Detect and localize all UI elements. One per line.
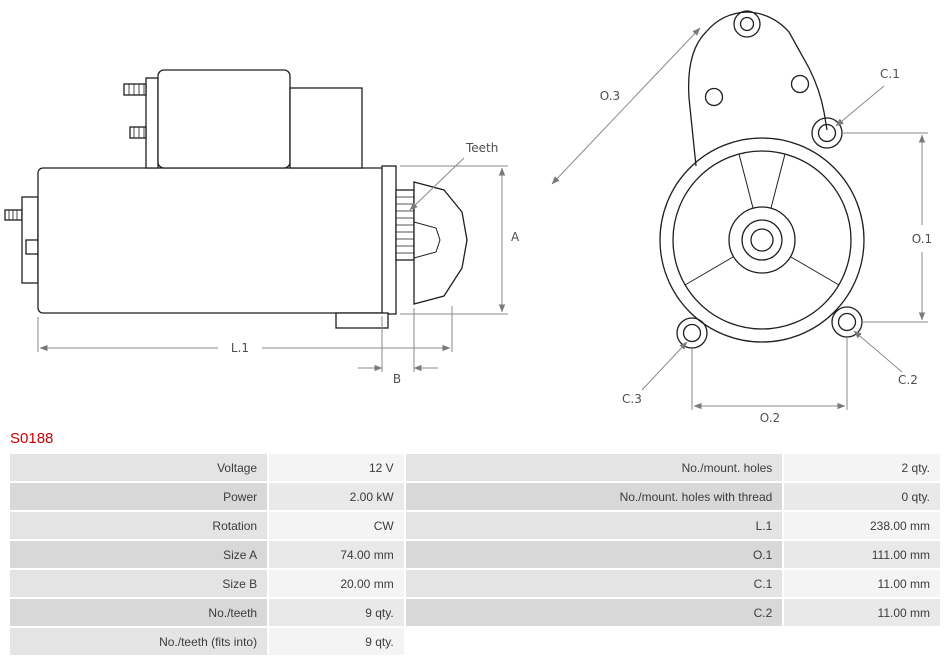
spec-value-voltage: 12 V bbox=[269, 454, 404, 481]
technical-drawing: Teeth A L.1 B O.3 C.1 O.1 O.2 C.2 C.3 bbox=[4, 10, 932, 425]
dim-label-c3: C.3 bbox=[622, 392, 642, 406]
dim-label-a: A bbox=[511, 230, 520, 244]
spec-value-teeth-fits-into: 9 qty. bbox=[269, 628, 404, 655]
dim-label-o3: O.3 bbox=[600, 89, 620, 103]
spec-label-mount-holes: No./mount. holes bbox=[405, 454, 783, 481]
spec-label-teeth-fits-into: No./teeth (fits into) bbox=[10, 628, 268, 655]
spec-label-rotation: Rotation bbox=[10, 512, 268, 539]
spec-table: Voltage 12 V No./mount. holes 2 qty. Pow… bbox=[8, 452, 942, 657]
part-number: S0188 bbox=[10, 430, 54, 447]
dim-label-o1: O.1 bbox=[912, 232, 932, 246]
spec-value-rotation: CW bbox=[269, 512, 404, 539]
table-row: Voltage 12 V No./mount. holes 2 qty. bbox=[10, 454, 940, 481]
spec-label-c2: C.2 bbox=[405, 599, 783, 626]
starter-motor-drawing: Teeth A L.1 B O.3 C.1 O.1 O.2 C.2 C.3 bbox=[4, 10, 932, 425]
spec-value-empty bbox=[784, 628, 940, 655]
front-view-dimensions bbox=[551, 27, 928, 410]
table-row: Rotation CW L.1 238.00 mm bbox=[10, 512, 940, 539]
spec-label-power: Power bbox=[10, 483, 268, 510]
spec-value-c2: 11.00 mm bbox=[784, 599, 940, 626]
spec-label-o1: O.1 bbox=[405, 541, 783, 568]
dim-label-c1: C.1 bbox=[880, 67, 900, 81]
spec-label-teeth: No./teeth bbox=[10, 599, 268, 626]
table-row: Size A 74.00 mm O.1 111.00 mm bbox=[10, 541, 940, 568]
spec-value-teeth: 9 qty. bbox=[269, 599, 404, 626]
spec-value-l1: 238.00 mm bbox=[784, 512, 940, 539]
table-row: Power 2.00 kW No./mount. holes with thre… bbox=[10, 483, 940, 510]
spec-value-size-b: 20.00 mm bbox=[269, 570, 404, 597]
spec-value-mount-holes: 2 qty. bbox=[784, 454, 940, 481]
spec-value-c1: 11.00 mm bbox=[784, 570, 940, 597]
starter-side-view bbox=[4, 69, 468, 329]
dim-label-b: B bbox=[393, 372, 401, 386]
spec-label-c1: C.1 bbox=[405, 570, 783, 597]
spec-label-size-a: Size A bbox=[10, 541, 268, 568]
dim-label-teeth: Teeth bbox=[465, 141, 498, 155]
spec-label-size-b: Size B bbox=[10, 570, 268, 597]
dimension-labels: Teeth A L.1 B O.3 C.1 O.1 O.2 C.2 C.3 bbox=[231, 67, 932, 425]
spec-value-size-a: 74.00 mm bbox=[269, 541, 404, 568]
table-row: No./teeth (fits into) 9 qty. bbox=[10, 628, 940, 655]
spec-label-empty bbox=[405, 628, 783, 655]
table-row: Size B 20.00 mm C.1 11.00 mm bbox=[10, 570, 940, 597]
table-row: No./teeth 9 qty. C.2 11.00 mm bbox=[10, 599, 940, 626]
spec-value-o1: 111.00 mm bbox=[784, 541, 940, 568]
spec-label-voltage: Voltage bbox=[10, 454, 268, 481]
spec-value-mount-holes-thread: 0 qty. bbox=[784, 483, 940, 510]
dim-label-l1: L.1 bbox=[231, 341, 249, 355]
dim-label-c2: C.2 bbox=[898, 373, 918, 387]
starter-front-view bbox=[659, 10, 865, 349]
spec-label-mount-holes-thread: No./mount. holes with thread bbox=[405, 483, 783, 510]
side-view-dimensions bbox=[37, 157, 508, 372]
spec-value-power: 2.00 kW bbox=[269, 483, 404, 510]
spec-label-l1: L.1 bbox=[405, 512, 783, 539]
dim-label-o2: O.2 bbox=[760, 411, 780, 425]
